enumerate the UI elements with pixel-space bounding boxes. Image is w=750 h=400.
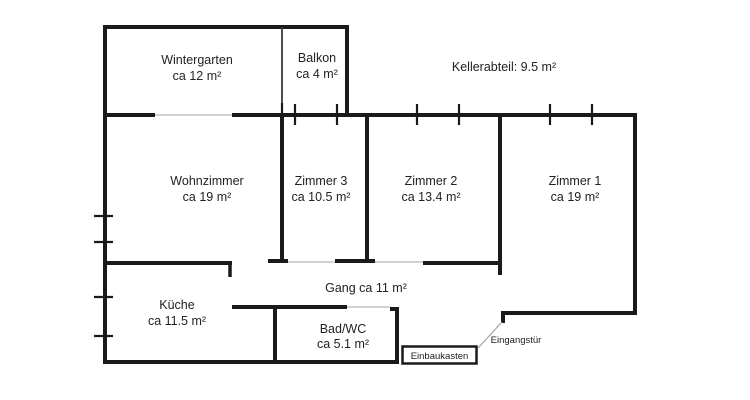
room-area-kueche: ca 11.5 m²	[148, 314, 206, 328]
room-label-badwc: Bad/WC	[320, 322, 367, 336]
room-area-wohnzimmer: ca 19 m²	[183, 190, 232, 204]
room-label-balkon: Balkon	[298, 51, 336, 65]
room-label-kueche: Küche	[159, 298, 194, 312]
einbaukasten-box	[401, 345, 478, 365]
room-label-zimmer3: Zimmer 3	[295, 174, 348, 188]
room-area-balkon: ca 4 m²	[296, 67, 338, 81]
eingangstuer-label: Eingangstür	[491, 335, 542, 346]
room-label-gang: Gang ca 11 m²	[325, 281, 407, 295]
entrance-door-swing-line	[477, 321, 503, 349]
room-label-zimmer1: Zimmer 1	[549, 174, 602, 188]
room-area-zimmer2: ca 13.4 m²	[401, 190, 460, 204]
room-area-wintergarten: ca 12 m²	[173, 69, 222, 83]
room-area-zimmer3: ca 10.5 m²	[291, 190, 350, 204]
kellerabteil-annotation: Kellerabteil: 9.5 m²	[452, 60, 556, 74]
room-label-wintergarten: Wintergarten	[161, 53, 233, 67]
room-area-badwc: ca 5.1 m²	[317, 337, 369, 351]
einbaukasten-label: Einbaukasten	[411, 351, 469, 362]
room-area-zimmer1: ca 19 m²	[551, 190, 600, 204]
room-label-zimmer2: Zimmer 2	[405, 174, 458, 188]
room-label-wohnzimmer: Wohnzimmer	[170, 174, 243, 188]
